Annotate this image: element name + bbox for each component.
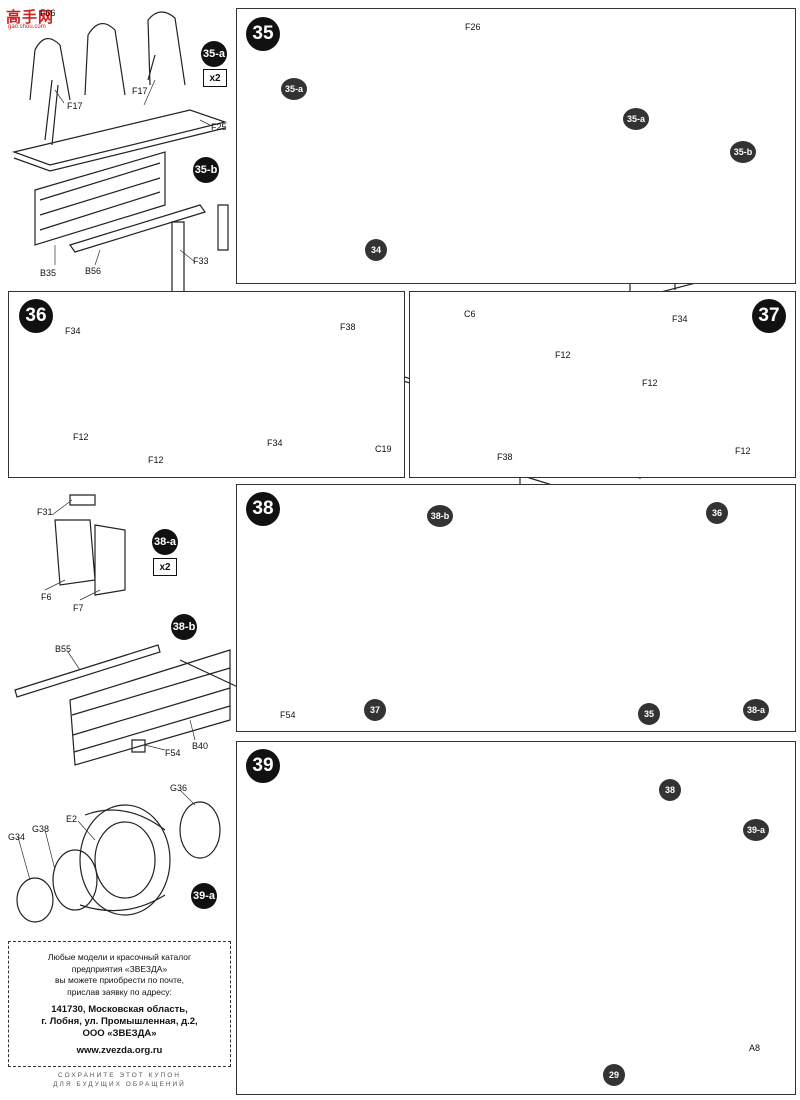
part-label-F12: F12	[555, 350, 571, 360]
ref-35: 35	[638, 703, 660, 725]
ref-35a: 35-a	[623, 108, 649, 130]
step-38-panel	[236, 484, 796, 732]
watermark-subtext: gao.shou.com	[8, 24, 46, 30]
ref-29: 29	[603, 1064, 625, 1086]
part-label-F54: F54	[165, 748, 181, 758]
step-number-35: 35	[246, 17, 280, 51]
subassembly-38a-badge: 38-a	[152, 529, 178, 555]
ref-35a: 35-a	[281, 78, 307, 100]
step-39-panel	[236, 741, 796, 1095]
part-label-F12: F12	[642, 378, 658, 388]
ref-37: 37	[364, 699, 386, 721]
part-label-B35: B35	[40, 268, 57, 278]
step-number-36: 36	[19, 299, 53, 333]
part-label-F33: F33	[193, 256, 209, 266]
coupon-keep-note: СОХРАНИТЕ ЭТОТ КУПОН ДЛЯ БУДУЩИХ ОБРАЩЕН…	[8, 1071, 231, 1089]
subassembly-38b-badge: 38-b	[171, 614, 197, 640]
part-label-F31: F31	[37, 507, 53, 517]
part-label-F66: F66	[40, 8, 56, 18]
coupon-line-4: прислав заявку по адресу:	[67, 986, 172, 997]
quantity-box-35a: x2	[203, 69, 227, 87]
step-number-38: 38	[246, 492, 280, 526]
bench-frame-drawing	[11, 11, 228, 172]
quantity-box-38a: x2	[153, 558, 177, 576]
wheel-drawing	[16, 801, 221, 923]
step-37-panel	[409, 291, 796, 478]
step-number-39: 39	[246, 749, 280, 783]
step-36-panel	[8, 291, 405, 478]
coupon-address-1: 141730, Московская область,	[51, 1004, 188, 1015]
part-label-F12: F12	[148, 455, 164, 465]
side-panel-drawing	[34, 151, 229, 299]
part-label-F12: F12	[73, 432, 89, 442]
ref-39a: 39-a	[743, 819, 769, 841]
part-label-G38: G38	[32, 824, 50, 834]
part-label-F7: F7	[73, 603, 84, 613]
part-label-F54: F54	[280, 710, 296, 720]
part-label-E2: E2	[66, 814, 78, 824]
ref-38b: 38-b	[427, 505, 453, 527]
subassembly-35a-badge: 35-a	[201, 41, 227, 67]
part-label-F34: F34	[65, 326, 81, 336]
part-label-F38: F38	[497, 452, 513, 462]
coupon-website: www.zvezda.org.ru	[76, 1045, 163, 1056]
part-label-C19: C19	[375, 444, 392, 454]
part-label-C6: C6	[464, 309, 476, 319]
jerrycan-holder-drawing	[54, 494, 126, 596]
step-number-37: 37	[752, 299, 786, 333]
coupon-line-3: вы можете приобрести по почте,	[54, 975, 184, 985]
keep-note-line-1: СОХРАНИТЕ ЭТОТ КУПОН	[58, 1072, 181, 1079]
part-label-F38: F38	[340, 322, 356, 332]
part-label-A8: A8	[749, 1043, 761, 1053]
ref-34: 34	[365, 239, 387, 261]
part-label-F6: F6	[41, 592, 52, 602]
coupon-line-1: Любые модели и красочный каталог	[47, 952, 192, 962]
keep-note-line-2: ДЛЯ БУДУЩИХ ОБРАЩЕНИЙ	[53, 1081, 186, 1088]
ref-35b: 35-b	[730, 141, 756, 163]
subassembly-35b-badge: 35-b	[193, 157, 219, 183]
coupon-address-3: ООО «ЗВЕЗДА»	[82, 1028, 157, 1039]
part-label-B55: B55	[55, 644, 72, 654]
step-35-panel	[236, 8, 796, 284]
part-label-F17: F17	[67, 101, 83, 111]
part-label-F25: F25	[211, 122, 227, 132]
ref-38: 38	[659, 779, 681, 801]
mail-order-coupon: Любые модели и красочный каталог предпри…	[8, 941, 231, 1067]
part-label-B40: B40	[192, 741, 209, 751]
ref-36: 36	[706, 502, 728, 524]
part-label-F17: F17	[132, 86, 148, 96]
coupon-address-2: г. Лобня, ул. Промышленная, д.2,	[41, 1016, 198, 1027]
part-label-F26: F26	[465, 22, 481, 32]
part-label-G34: G34	[8, 832, 26, 842]
ref-38a: 38-a	[743, 699, 769, 721]
coupon-line-2: предприятия «ЗВЕЗДА»	[71, 963, 168, 974]
part-label-G36: G36	[170, 783, 188, 793]
tailgate-drawing	[14, 644, 269, 766]
watermark-logo: 高手网	[6, 9, 55, 26]
part-label-F12: F12	[735, 446, 751, 456]
part-label-F34: F34	[672, 314, 688, 324]
part-label-B56: B56	[85, 266, 102, 276]
part-label-F34: F34	[267, 438, 283, 448]
subassembly-39a-badge: 39-a	[191, 883, 217, 909]
